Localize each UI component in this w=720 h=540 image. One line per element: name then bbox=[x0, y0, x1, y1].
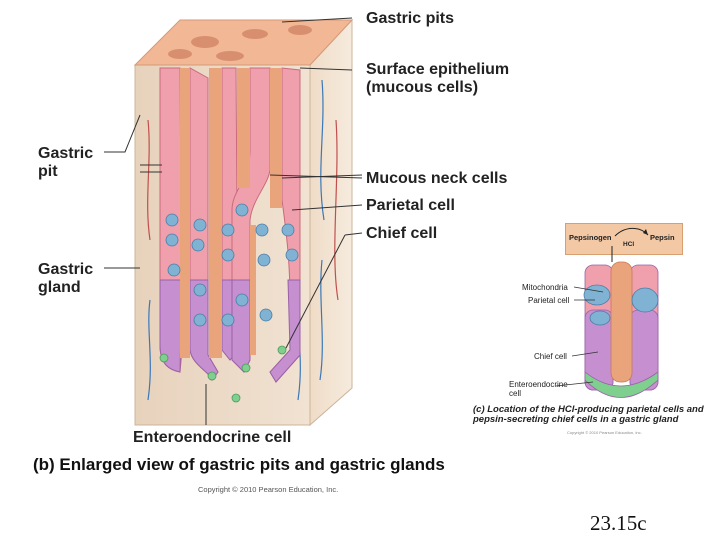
label-surface-epithelium: Surface epithelium (mucous cells) bbox=[366, 61, 510, 96]
gland-lower-region bbox=[159, 279, 301, 383]
inset-lumen bbox=[610, 261, 633, 383]
slide-number: 23.15c bbox=[590, 511, 647, 535]
label-gastric-pits: Gastric pits bbox=[366, 10, 455, 27]
caption-b: (b) Enlarged view of gastric pits and ga… bbox=[33, 455, 445, 474]
enzyme-conversion-box bbox=[565, 223, 683, 255]
pit-opening bbox=[168, 49, 192, 59]
inset-label-parietal-cell: Parietal cell bbox=[528, 296, 570, 305]
inset-leader-lines bbox=[555, 286, 604, 387]
hcl-label: HCl bbox=[623, 241, 635, 248]
enteroendocrine-cells bbox=[159, 345, 287, 403]
label-parietal-cell: Parietal cell bbox=[366, 197, 455, 214]
leader-lines bbox=[104, 17, 363, 425]
pepsin-label: Pepsin bbox=[650, 233, 675, 242]
pit-opening bbox=[191, 36, 219, 48]
conversion-arrow bbox=[614, 227, 649, 237]
inset-label-chief-cell: Chief cell bbox=[534, 352, 567, 361]
label-gastric-gland: Gastric gland bbox=[38, 261, 94, 296]
arrow-head-icon bbox=[643, 229, 648, 235]
pepsinogen-label: Pepsinogen bbox=[569, 233, 612, 242]
caption-c: (c) Location of the HCl-producing pariet… bbox=[473, 404, 704, 425]
parietal-cells bbox=[165, 203, 299, 327]
label-enteroendocrine-cell: Enteroendocrine cell bbox=[133, 429, 292, 446]
inset-label-enteroendocrine: Enteroendocrine cell bbox=[509, 380, 568, 398]
inset-copyright: Copyright © 2010 Pearson Education, Inc. bbox=[567, 430, 642, 435]
gland-lumen bbox=[180, 68, 282, 358]
inset-label-mitochondria: Mitochondria bbox=[522, 283, 568, 292]
copyright-main: Copyright © 2010 Pearson Education, Inc. bbox=[198, 485, 339, 494]
label-gastric-pit: Gastric pit bbox=[38, 145, 94, 180]
inset-gland-cells bbox=[584, 264, 659, 398]
label-mucous-neck-cells: Mucous neck cells bbox=[366, 170, 508, 187]
label-chief-cell: Chief cell bbox=[366, 225, 438, 242]
pit-opening bbox=[288, 25, 312, 35]
pit-opening bbox=[216, 51, 244, 61]
pit-opening bbox=[242, 29, 268, 39]
